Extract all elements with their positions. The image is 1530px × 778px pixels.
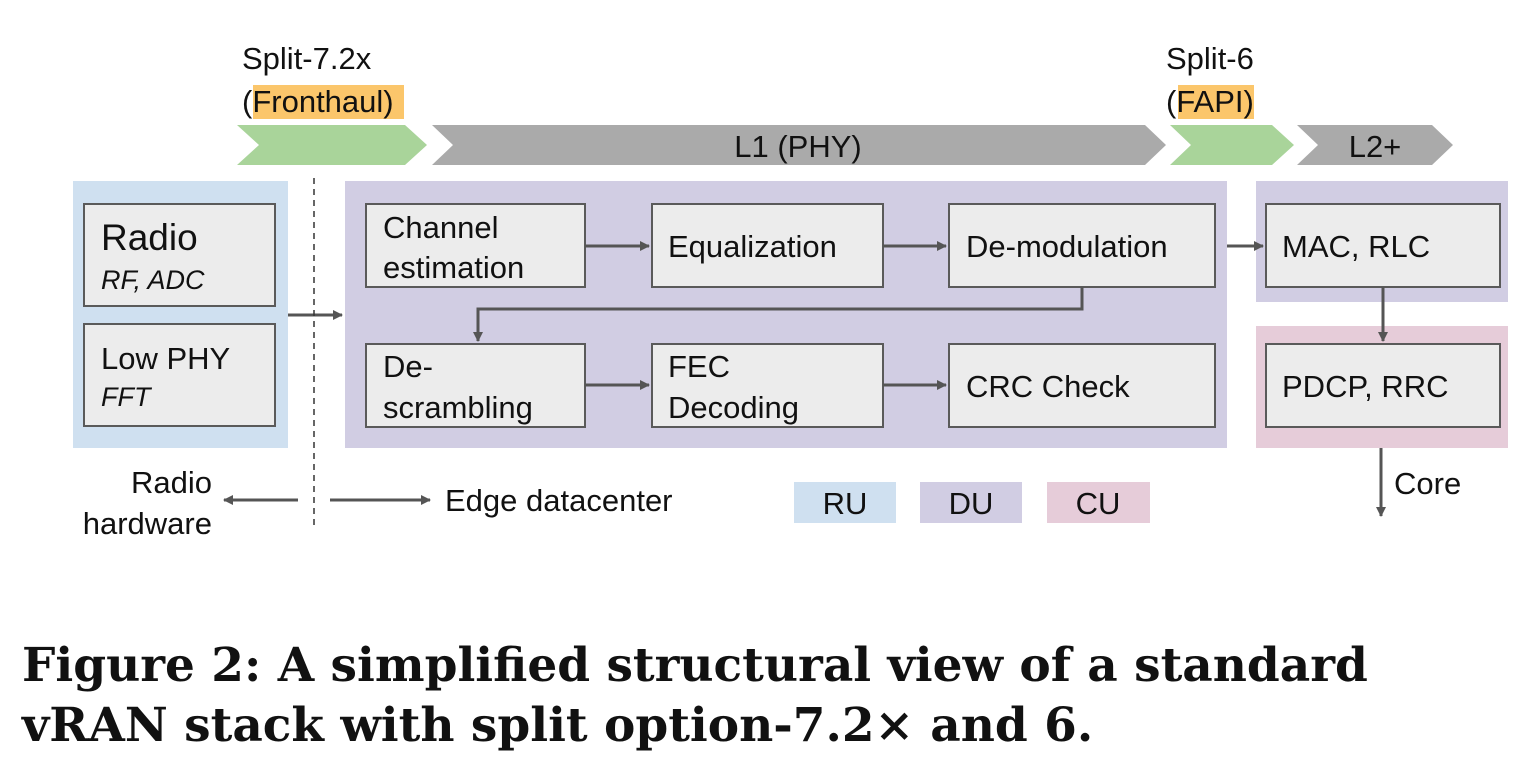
split72-label: Split-7.2x [242, 41, 372, 76]
legend-ru-swatch [794, 482, 896, 523]
arrow-demodulation-to-descrambling [473, 287, 1084, 342]
mac-rlc-block [1265, 203, 1501, 288]
pdcp-rrc-block [1265, 343, 1501, 428]
radio-hardware-line2: hardware [83, 506, 212, 541]
split72-chevron [237, 125, 427, 165]
legend-cu-label: CU [1076, 486, 1121, 521]
radio-title: Radio [101, 217, 198, 258]
l2-chevron [1297, 125, 1453, 165]
legend-du-swatch [920, 482, 1022, 523]
fec-decoding-line1: FEC [668, 349, 730, 384]
descrambling-block [365, 343, 586, 428]
equalization-block [651, 203, 884, 288]
legend-cu-swatch [1047, 482, 1150, 523]
lowphy-block [83, 323, 276, 427]
l1-chevron [432, 125, 1166, 165]
legend-du-label: DU [949, 486, 994, 521]
equalization-label: Equalization [668, 229, 837, 264]
core-label: Core [1394, 466, 1461, 501]
l1-label: L1 (PHY) [734, 129, 861, 164]
descrambling-line1: De- [383, 349, 433, 384]
radio-hardware-line1: Radio [131, 465, 212, 500]
split6-chevron [1170, 125, 1294, 165]
demodulation-block [948, 203, 1216, 288]
fapi-highlight [1178, 85, 1254, 119]
l2-label: L2+ [1349, 129, 1402, 164]
channel-estimation-line2: estimation [383, 250, 524, 285]
figure-caption: Figure 2: A simplified structural view o… [22, 638, 1368, 753]
fec-decoding-line2: Decoding [668, 390, 799, 425]
lowphy-title: Low PHY [101, 341, 230, 376]
radio-block [83, 203, 276, 307]
fec-decoding-block [651, 343, 884, 428]
crc-check-label: CRC Check [966, 369, 1130, 404]
radio-subtitle: RF, ADC [101, 265, 205, 295]
split72-sublabel: (Fronthaul) [242, 84, 394, 119]
channel-estimation-line1: Channel [383, 210, 498, 245]
lowphy-subtitle: FFT [101, 382, 153, 412]
descrambling-line2: scrambling [383, 390, 533, 425]
mac-rlc-label: MAC, RLC [1282, 229, 1430, 264]
pdcp-rrc-label: PDCP, RRC [1282, 369, 1449, 404]
split6-sublabel: (FAPI) [1166, 84, 1254, 119]
demodulation-label: De-modulation [966, 229, 1168, 264]
legend-ru-label: RU [823, 486, 868, 521]
edge-datacenter-label: Edge datacenter [445, 483, 673, 518]
crc-check-block [948, 343, 1216, 428]
fronthaul-highlight [253, 85, 404, 119]
split6-label: Split-6 [1166, 41, 1254, 76]
